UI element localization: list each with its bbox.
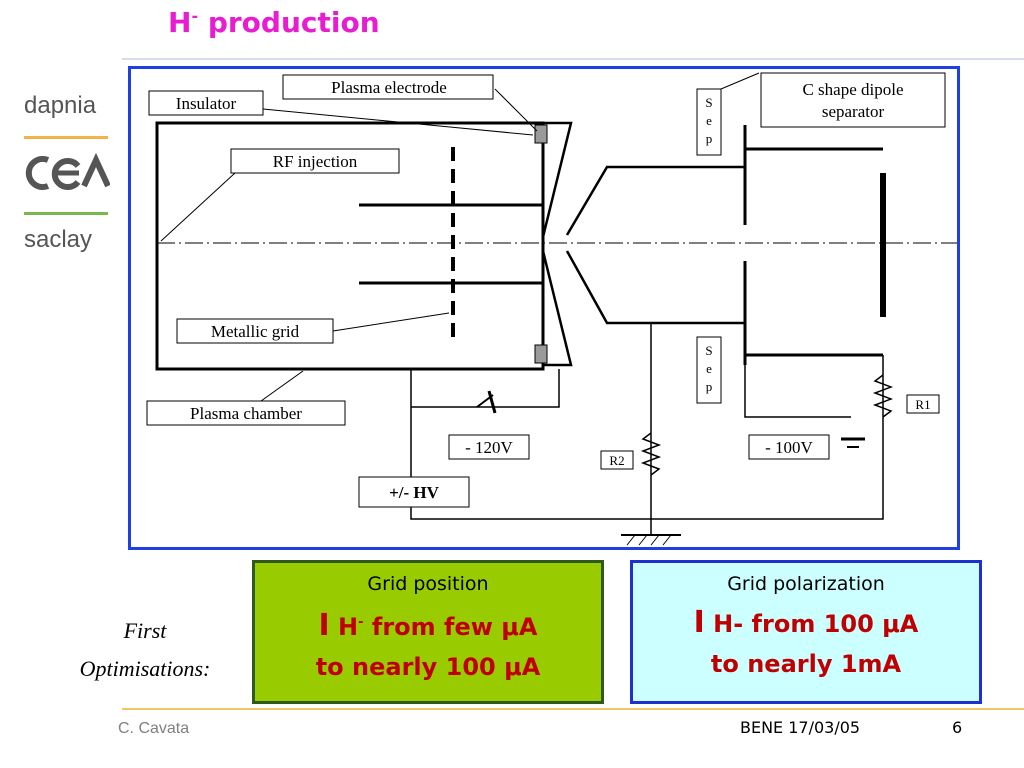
first-optimisations-label: First Optimisations: <box>40 612 250 688</box>
arrow-marker: I <box>693 605 705 640</box>
sep-top-e: e <box>706 113 712 128</box>
v120-label: - 120V <box>465 438 513 457</box>
r1-box <box>906 394 940 414</box>
footer-event: BENE 17/03/05 <box>740 718 861 737</box>
grid-position-text-h: H <box>338 613 359 641</box>
grid-position-result: I H- from few μA to nearly 100 μA <box>255 603 601 687</box>
insulator-label-box <box>148 90 264 116</box>
insulator-label: Insulator <box>176 94 237 113</box>
grid-polarization-line2: to nearly 1mA <box>710 650 902 678</box>
hv-label: +/- HV <box>389 483 440 502</box>
arrow-marker: I <box>318 608 330 643</box>
sep-top-p: p <box>706 131 713 146</box>
plasma-electrode-pointer <box>494 88 538 132</box>
dipole-label-line2: separator <box>822 102 885 121</box>
r2-label: R2 <box>609 453 624 468</box>
plasma-electrode-label: Plasma electrode <box>331 78 447 97</box>
grid-position-line2: to nearly 100 μA <box>315 653 541 681</box>
grid-position-text-rest: from few μA <box>363 613 538 641</box>
footer-author: C. Cavata <box>118 720 190 737</box>
sep-bottom-p: p <box>706 379 713 394</box>
logo-cea-mark <box>24 148 111 202</box>
hv-box <box>358 476 470 508</box>
logo-dapnia-text: dapnia <box>24 92 97 119</box>
insulator-bottom <box>534 344 548 364</box>
bottom-divider <box>122 708 1024 710</box>
top-divider <box>122 58 1024 60</box>
sep-bottom-s: S <box>705 343 712 358</box>
rf-injection-pointer <box>160 172 236 242</box>
r1-label: R1 <box>915 397 930 412</box>
ion-source-schematic: Plasma electrode Insulator RF injection … <box>146 72 957 546</box>
first-optimisations-line2: Optimisations: <box>79 656 211 681</box>
ion-source-diagram: Plasma electrode Insulator RF injection … <box>128 66 960 550</box>
r2-box <box>600 450 634 470</box>
logo-green-line <box>24 212 108 215</box>
dipole-label-line1: C shape dipole <box>802 80 903 99</box>
plasma-electrode-top <box>541 121 573 238</box>
grid-position-line1: I H- from few μA <box>255 603 601 647</box>
sep-bottom-e: e <box>706 361 712 376</box>
grid-position-text-sup: - <box>358 615 364 630</box>
plasma-chamber-pointer <box>260 370 304 402</box>
footer-page-number: 6 <box>952 718 963 737</box>
wire-hv <box>410 369 651 520</box>
wire-dipole-left <box>744 365 851 418</box>
dipole-label-box <box>760 72 946 128</box>
rf-injection-label-box <box>230 148 400 174</box>
title-rest: production <box>198 6 380 39</box>
sep-bottom-box <box>696 336 722 404</box>
slide-title: H- production <box>168 6 380 39</box>
metallic-grid-pointer <box>332 312 450 332</box>
plasma-chamber-label-box <box>146 400 346 426</box>
grid-polarization-heading: Grid polarization <box>727 573 885 595</box>
extraction-electrode-bottom <box>565 250 745 325</box>
sep-top-pointer <box>720 72 760 90</box>
metallic-grid-label: Metallic grid <box>211 322 300 341</box>
title-superscript: - <box>191 6 199 26</box>
first-optimisations-line1: First <box>123 618 167 643</box>
insulator-top <box>534 124 548 144</box>
grid-polarization-line1: I H- from 100 μA <box>633 603 979 644</box>
rf-injection-label: RF injection <box>273 152 358 171</box>
grid-polarization-text1: H- from 100 μA <box>704 610 919 638</box>
wire-dipole-right <box>651 355 884 520</box>
title-main: H <box>168 6 192 39</box>
plasma-chamber-label: Plasma chamber <box>190 404 302 423</box>
resistor-r1 <box>872 374 894 418</box>
sep-top-box <box>696 88 722 156</box>
insulator-pointer <box>262 108 534 136</box>
sep-top-s: S <box>705 95 712 110</box>
grid-position-heading: Grid position <box>367 573 489 595</box>
wire-grid-bias <box>411 369 560 408</box>
plasma-chamber-body <box>155 121 545 371</box>
grid-polarization-result: I H- from 100 μA to nearly 1mA <box>633 603 979 684</box>
grid-position-box: Grid position I H- from few μA to nearly… <box>252 560 604 704</box>
v100-label: - 100V <box>765 438 813 457</box>
v100-box <box>748 434 830 460</box>
extraction-electrode-top <box>565 165 745 236</box>
plasma-electrode-bottom <box>541 250 573 367</box>
grid-polarization-box: Grid polarization I H- from 100 μA to ne… <box>630 560 982 704</box>
v120-box <box>448 434 530 460</box>
plasma-electrode-label-box <box>282 74 494 100</box>
logo-saclay-text: saclay <box>24 226 93 253</box>
logo-orange-line <box>24 136 108 139</box>
resistor-r2 <box>640 432 662 476</box>
